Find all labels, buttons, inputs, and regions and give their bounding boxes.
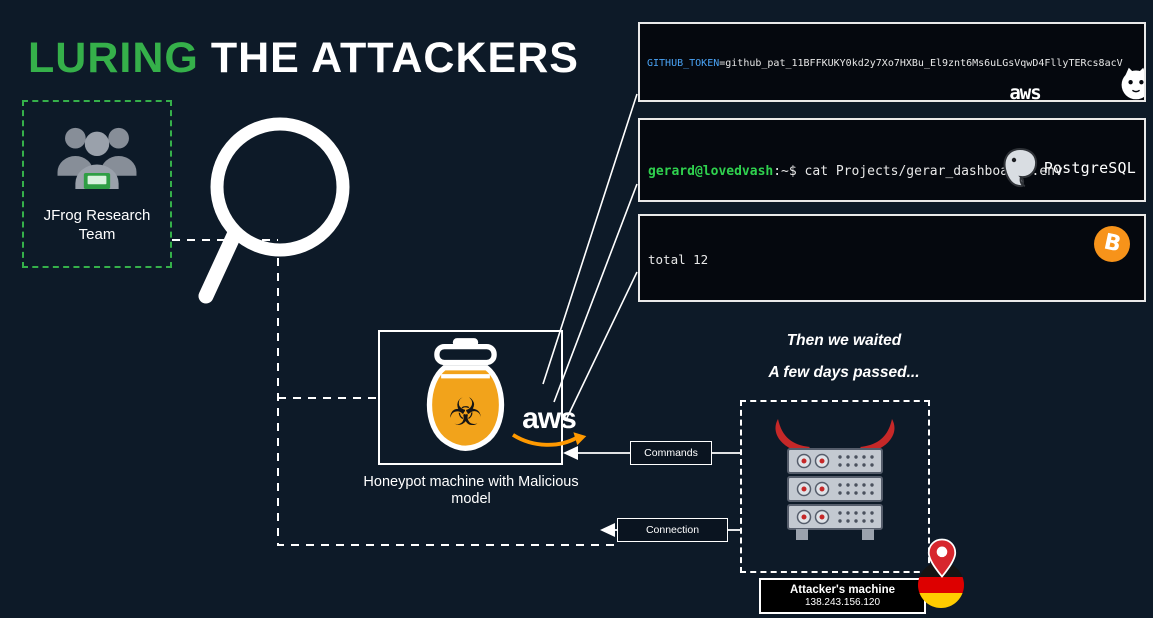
aws-logo: aws (1002, 64, 1048, 102)
terminal-line: GITHUB_TOKEN=github_pat_11BFFKUKY0kd2y7X… (647, 57, 1137, 71)
devil-horn-left (775, 418, 810, 453)
prompt-user: gerard@lovedvash (648, 164, 774, 179)
env-value: =github_pat_11BFFKUKY0kd2y7Xo7HXBu_El9zn… (719, 58, 1123, 69)
honeypot-caption: Honeypot machine with Malicious model (360, 474, 582, 508)
db-credentials-terminal: gerard@lovedvash:~$ cat Projects/gerar_d… (638, 118, 1146, 202)
attacker-panel (740, 400, 930, 573)
env-value: =AKIAI2TETBYWLYFE2UWA (749, 100, 875, 102)
server-unit (787, 447, 883, 474)
terminal-line: total 12 (648, 252, 709, 267)
waiting-text-2: A few days passed... (768, 364, 920, 381)
attacker-server-icon (775, 418, 895, 540)
title-rest: THE ATTACKERS (210, 34, 579, 82)
title-highlight: LURING (28, 34, 199, 82)
server-unit (787, 503, 883, 530)
bitcoin-glyph: B (1101, 229, 1123, 258)
jfrog-team-panel: JFrog Research Team (22, 100, 172, 268)
terminal-line: AWS_SECRET_KEY_ID=AKIAI2TETBYWLYFE2UWA (647, 99, 1137, 102)
waiting-text-1: Then we waited (786, 332, 902, 349)
jfrog-team-caption: JFrog Research Team (44, 206, 151, 244)
aws-logo-text: aws (522, 402, 577, 435)
postgresql-elephant-icon (1003, 147, 1037, 188)
prompt-path: :~$ (773, 164, 797, 179)
location-pin-icon (927, 538, 957, 578)
github-logo: GitHub (1082, 52, 1144, 100)
jfrog-caption-line2: Team (78, 226, 116, 243)
honeypot-caption-line1: Honeypot machine with Malicious (363, 474, 579, 490)
biohazard-icon: ☣ (448, 390, 482, 434)
env-key: GITHUB_TOKEN (647, 58, 720, 69)
connection-label: Connection (617, 518, 728, 542)
research-team-icon (57, 127, 137, 189)
postgresql-logo-text: PostgreSQL (1043, 158, 1136, 177)
attacker-label: Attacker's machine 138.243.156.120 (759, 578, 926, 614)
bitcoin-icon: B (1094, 226, 1130, 262)
magnifier-icon (198, 117, 350, 304)
github-octocat-icon (1121, 67, 1144, 100)
devil-horn-right (860, 418, 895, 453)
aws-logo-text: aws (1009, 82, 1041, 102)
terminal-line: drwxrwxr-x 2 gerard gerard 4096 Feb 11 1… (648, 299, 1136, 301)
wallet-listing-terminal: total 12 drwxrwxr-x 2 gerard gerard 4096… (638, 214, 1146, 302)
server-unit (787, 475, 883, 502)
jfrog-caption-line1: JFrog Research (43, 207, 151, 224)
aws-logo-honeypot: aws (506, 404, 592, 449)
attacker-ip: 138.243.156.120 (804, 597, 881, 608)
commands-label: Commands (630, 441, 712, 465)
postgresql-logo: PostgreSQL (1000, 146, 1136, 190)
attacker-caption: Attacker's machine (789, 584, 895, 596)
honeypot-caption-line2: model (451, 491, 491, 507)
env-key: AWS_SECRET_KEY_ID (647, 100, 749, 102)
env-variables-terminal: GITHUB_TOKEN=github_pat_11BFFKUKY0kd2y7X… (638, 22, 1146, 102)
